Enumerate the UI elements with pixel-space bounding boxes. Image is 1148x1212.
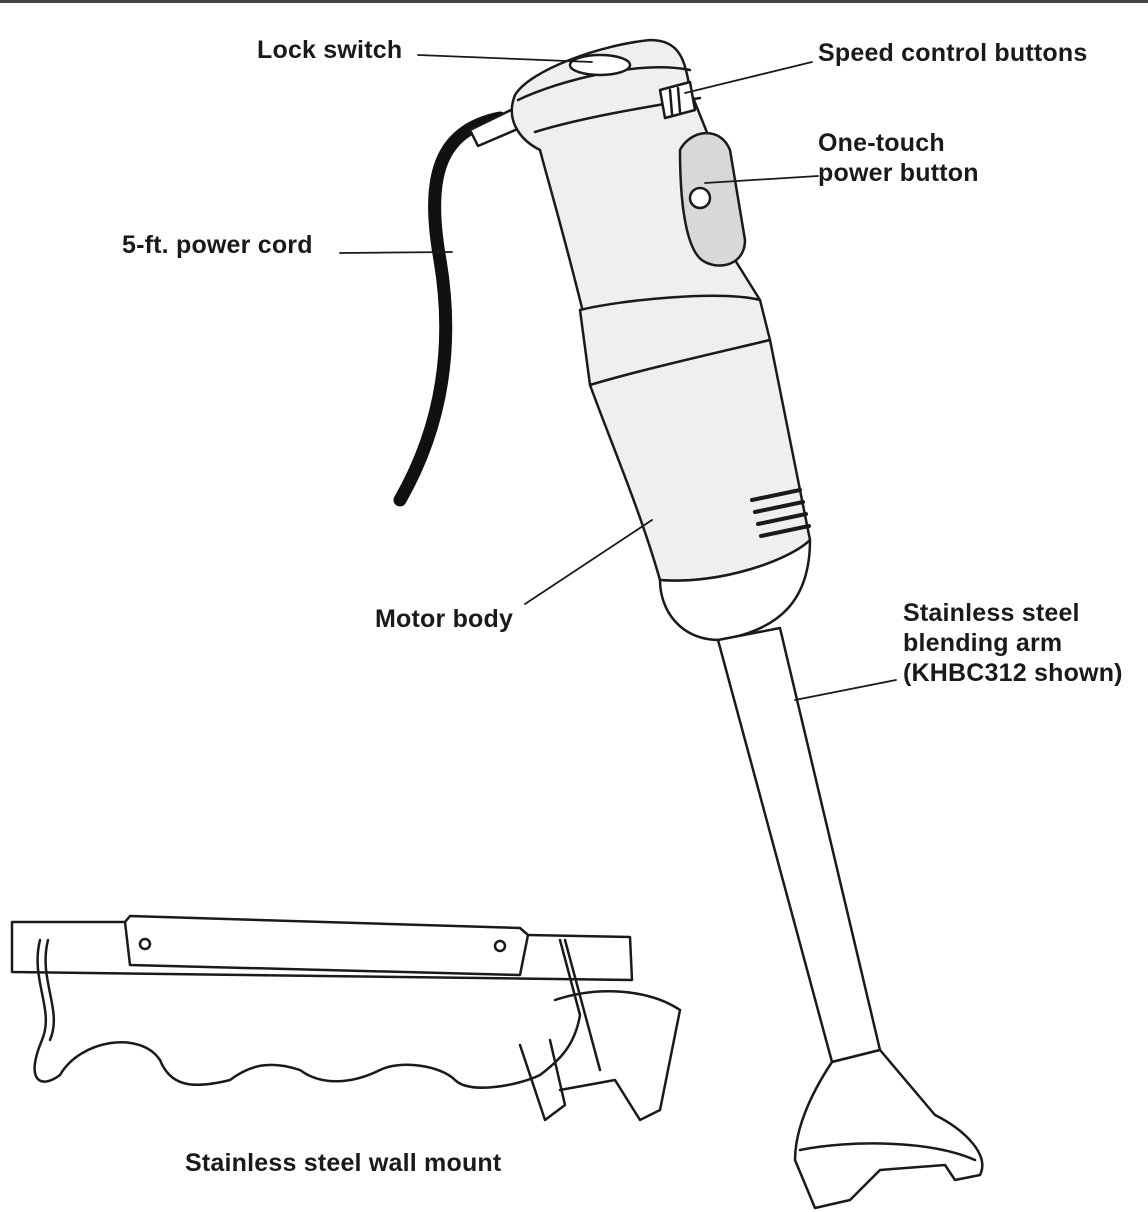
- leader-power-cord: [339, 251, 453, 254]
- power-cord: [393, 106, 522, 507]
- label-speed-buttons: Speed control buttons: [818, 38, 1087, 68]
- power-button-text-line-2: power button: [818, 159, 979, 187]
- lock-switch-shape: [568, 53, 632, 77]
- leader-blending-arm: [794, 679, 897, 701]
- motor-body: [578, 294, 812, 642]
- leader-motor-body: [524, 519, 653, 605]
- label-motor-body: Motor body: [375, 604, 513, 634]
- label-power-button: One-touch power button: [818, 128, 979, 188]
- speed-buttons-text: Speed control buttons: [818, 39, 1088, 67]
- label-blending-arm: Stainless steel blending arm (KHBC312 sh…: [903, 598, 1123, 688]
- label-power-cord: 5-ft. power cord: [122, 230, 313, 260]
- blending-arm: [716, 626, 984, 1210]
- motor-body-text: Motor body: [375, 605, 514, 633]
- label-lock-switch: Lock switch: [257, 35, 402, 65]
- power-button-text-line-1: One-touch: [818, 129, 945, 157]
- leader-power-button: [704, 175, 819, 184]
- power-button-shape: [688, 186, 712, 210]
- leader-lines: [339, 54, 897, 701]
- speed-buttons-shape: [658, 80, 697, 120]
- wall-mount-text: Stainless steel wall mount: [185, 1149, 502, 1177]
- leader-speed-buttons: [684, 61, 813, 94]
- lock-switch-text: Lock switch: [257, 36, 403, 64]
- blade-guard: [793, 1048, 984, 1210]
- blending-arm-text-line-3: (KHBC312 shown): [903, 659, 1123, 687]
- blending-arm-text-line-2: blending arm: [903, 629, 1063, 657]
- power-cord-text: 5-ft. power cord: [122, 231, 313, 259]
- vent-slots: [750, 488, 811, 538]
- label-wall-mount: Stainless steel wall mount: [185, 1148, 501, 1178]
- blender-head: [510, 38, 762, 342]
- top-rule: [0, 0, 1148, 3]
- leader-lock-switch: [417, 54, 593, 63]
- blending-arm-text-line-1: Stainless steel: [903, 599, 1080, 627]
- power-button-panel: [678, 131, 747, 267]
- wall-mount: [10, 914, 682, 1122]
